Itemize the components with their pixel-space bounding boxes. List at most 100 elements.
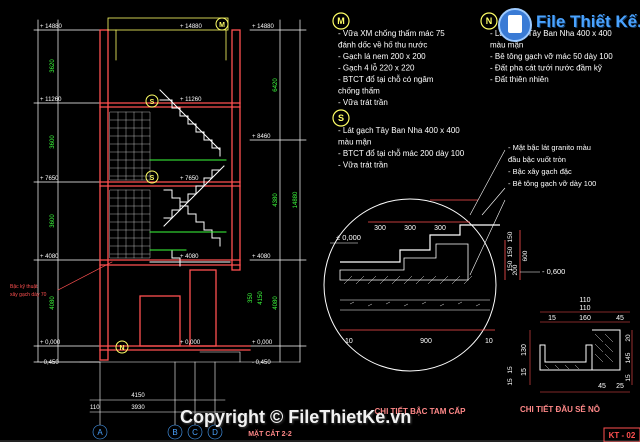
level-left-1: + 11260 xyxy=(40,97,62,103)
file-icon xyxy=(498,8,532,42)
step-detail xyxy=(323,149,540,372)
sill-dim-left2-1: 15 xyxy=(507,378,514,386)
sheet-id: KT - 02 xyxy=(609,431,636,440)
step-hatch xyxy=(339,224,500,311)
copyright-watermark: Copyright © FileThietKe.vn xyxy=(180,407,412,427)
level-inner-4: + 0,000 xyxy=(180,340,201,346)
sill-dim-top-1: 110 xyxy=(579,297,590,304)
section-walls xyxy=(99,29,251,361)
level-left-5: - 0,450 xyxy=(40,360,59,366)
step-dim-bottom-0: 10 xyxy=(345,338,353,345)
sill-dim-right-1: 145 xyxy=(625,352,632,363)
sill-title: CHI TIẾT ĐẦU SÊ NÔ xyxy=(520,404,600,414)
dim-left-2: 3600 xyxy=(50,214,56,228)
sill-dim-left-1: 15 xyxy=(521,368,528,376)
dim-right-0: 6420 xyxy=(273,78,279,92)
sill-outline xyxy=(539,329,621,371)
parapet xyxy=(107,17,229,61)
legend_N-symbol: N xyxy=(486,16,493,26)
level-left-4: + 0,000 xyxy=(40,340,61,346)
legend_M-line-3: - Gạch 4 lỗ 220 x 220 xyxy=(338,64,415,73)
brick-infill xyxy=(109,111,151,259)
step-dim-bottom-2: 10 xyxy=(485,338,493,345)
step-level-top: ± 0,000 xyxy=(336,233,361,242)
level-inner-1: + 11260 xyxy=(180,97,202,103)
step-note-1: đầu bậc vuốt tròn xyxy=(508,155,566,164)
level-left-3: + 4080 xyxy=(40,254,59,260)
level-left-2: + 7650 xyxy=(40,176,59,182)
step-title: CHI TIẾT BẬC TAM CẤP xyxy=(375,406,467,416)
dim-right-1: 4380 xyxy=(273,193,279,207)
legend_S-line-1: màu mận xyxy=(338,138,371,147)
note-leader xyxy=(57,261,113,291)
detail-bubble xyxy=(323,198,497,372)
level-inner-2: + 7650 xyxy=(180,176,199,182)
grid-axes xyxy=(89,361,226,440)
step-dim-right-2: 150 xyxy=(507,260,514,271)
sill-detail xyxy=(529,311,633,393)
logo-text: File Thiết Kế.vn xyxy=(536,12,640,31)
marker-0: M xyxy=(219,22,225,29)
marker-3: N xyxy=(119,345,124,352)
step-dim-side-0: 600 xyxy=(522,250,529,261)
sill-dim-mid-0: 15 xyxy=(548,315,556,322)
legend_S-line-0: - Lát gạch Tây Ban Nha 400 x 400 xyxy=(338,126,460,135)
legend_N-line-1: màu mận xyxy=(490,41,523,50)
level-inner-3: + 4080 xyxy=(180,254,199,260)
step-note-2: - Bậc xây gạch đặc xyxy=(508,167,572,176)
grid-axis-D: D xyxy=(212,428,218,437)
dim-small: 110 xyxy=(90,405,100,411)
grid-axis-C: C xyxy=(192,428,198,437)
level-right-4: - 0,450 xyxy=(252,360,271,366)
marker-2: S xyxy=(150,175,155,182)
sill-dim-right-0: 20 xyxy=(625,334,632,342)
dim-bottom-0: 4150 xyxy=(131,393,145,399)
sill-dim-bottom-1: 25 xyxy=(616,383,624,390)
legend_S-line-2: - BTCT đổ tại chỗ mác 200 dày 100 xyxy=(338,149,465,158)
level-right-2: + 4080 xyxy=(252,254,271,260)
step-dim-bottom-1: 900 xyxy=(420,338,432,345)
marker-1: S xyxy=(150,99,155,106)
step-leaders xyxy=(330,149,540,276)
step-dim-top-2: 300 xyxy=(434,225,446,232)
dim-left-1: 3600 xyxy=(50,135,56,149)
dim-left-0: 3620 xyxy=(50,59,56,73)
dim-stair-1: 350 xyxy=(248,292,254,303)
step-dim-right-1: 150 xyxy=(507,246,514,257)
grid-axis-B: B xyxy=(172,428,177,437)
sill-dim-bottom-0: 45 xyxy=(598,383,606,390)
legend_M-line-1: đánh dốc về hố thu nước xyxy=(338,41,427,50)
brand-logo[interactable]: File Thiết Kế.vn xyxy=(498,6,640,44)
dim-right-2: 4080 xyxy=(273,296,279,310)
sill-dims xyxy=(529,311,633,393)
level-right-0: + 14880 xyxy=(252,24,275,30)
sill-dim-left-0: 130 xyxy=(521,344,528,356)
stair-landings xyxy=(149,159,227,251)
text-layer: + 14880 + 11260 + 7650 + 4080 + 0,000 - 0,450… xyxy=(10,16,636,440)
legend_M-line-4: - BTCT đổ tại chỗ có ngâm xyxy=(338,75,434,84)
sill-dim-mid-2: 45 xyxy=(616,315,624,322)
dim-left-3: 4080 xyxy=(50,296,56,310)
sill-hatch xyxy=(544,333,614,370)
note-red-0: Bậc kỹ thuật xyxy=(10,284,38,290)
legend_N-line-0: - Lát gạch Tây Ban Nha 400 x 400 xyxy=(490,29,612,38)
legend_M-line-0: - Vữa XM chống thấm mác 75 xyxy=(338,29,445,38)
legend_M-line-2: - Gạch lá nem 200 x 200 xyxy=(338,52,426,61)
sheet-box xyxy=(603,427,640,442)
ground-line xyxy=(79,351,301,363)
legend_M-symbol: M xyxy=(337,16,345,26)
sill-dim-right-2: 15 xyxy=(625,374,632,382)
legend_N-line-2: - Bê tông gạch vỡ mác 50 dày 100 xyxy=(490,52,613,61)
step-note-0: - Mặt bậc lát granito màu xyxy=(508,143,591,152)
level-inner-0: + 14880 xyxy=(180,24,203,30)
level-left-0: + 14880 xyxy=(40,24,63,30)
sill-dim-left2-0: 15 xyxy=(507,366,514,374)
legend_N-line-3: - Đất pha cát tưới nước đầm kỹ xyxy=(490,64,602,73)
stair-flights xyxy=(149,89,231,267)
dim-right-total: 14880 xyxy=(293,191,299,208)
section-title: MẶT CẮT 2-2 xyxy=(248,429,292,438)
sill-dim-mid-1: 160 xyxy=(579,315,591,322)
step-dim-top-1: 300 xyxy=(404,225,416,232)
legend_M-line-5: chống thấm xyxy=(338,87,380,96)
